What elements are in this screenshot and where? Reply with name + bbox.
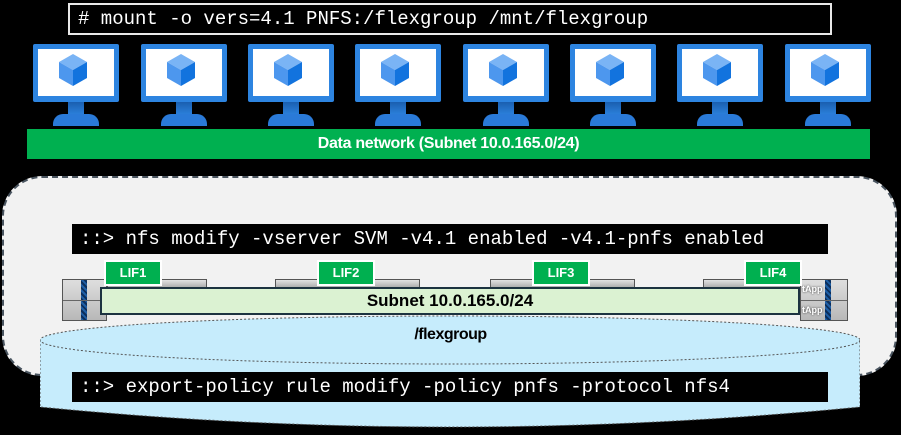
cube-icon [596,54,624,86]
client-monitor-1 [33,44,119,126]
storage-shelf-left [62,279,107,321]
lif-3-badge: LIF3 [532,260,590,286]
cube-icon [59,54,87,86]
cube-icon [381,54,409,86]
client-monitor-4 [355,44,441,126]
client-monitor-5 [463,44,549,126]
data-network-bar: Data network (Subnet 10.0.165.0/24) [27,129,870,159]
client-group [33,44,873,126]
export-policy-command-box: ::> export-policy rule modify -policy pn… [72,372,828,402]
cube-icon [274,54,302,86]
lif-1-badge: LIF1 [104,260,162,286]
cube-icon [489,54,517,86]
netapp-logo: tApp [802,284,823,294]
client-monitor-2 [141,44,227,126]
nfs-modify-command-box: ::> nfs modify -vserver SVM -v4.1 enable… [72,224,828,254]
cube-icon [703,54,731,86]
netapp-logo: tApp [802,305,823,315]
lif-2-badge: LIF2 [317,260,375,286]
client-monitor-6 [570,44,656,126]
storage-shelf-right: tApp tApp [800,279,848,321]
client-monitor-8 [785,44,871,126]
client-monitor-3 [248,44,334,126]
mount-command-box: # mount -o vers=4.1 PNFS:/flexgroup /mnt… [68,3,832,35]
client-monitor-7 [677,44,763,126]
lif-4-badge: LIF4 [744,260,802,286]
cube-icon [811,54,839,86]
flexgroup-volume-label: /flexgroup [414,326,487,343]
subnet-bar: Subnet 10.0.165.0/24 [100,287,800,315]
cube-icon [167,54,195,86]
